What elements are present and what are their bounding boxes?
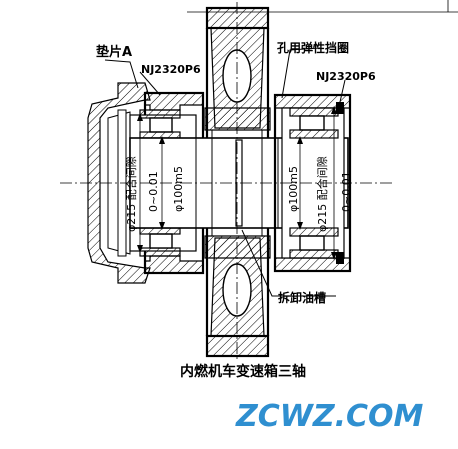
figure-caption: 内燃机车变速箱三轴: [180, 363, 306, 380]
right-bearing: [289, 102, 344, 264]
left-fit-label: φ215 配合间隙: [124, 156, 138, 232]
leader-lines: [104, 47, 346, 297]
right-tolerance-label: 0~0.01: [340, 171, 353, 212]
left-dimensions: [137, 113, 165, 253]
gear: [204, 6, 271, 358]
gasket-label: 垫片A: [96, 44, 132, 60]
left-tolerance-label: 0~0.01: [147, 171, 160, 212]
circlip-label: 孔用弹性挡圈: [277, 40, 349, 55]
left-shaft-fit-label: φ100m5: [172, 166, 185, 212]
circlip-bottom: [336, 252, 344, 264]
right-dimensions: [297, 106, 337, 260]
right-shaft-fit-label: φ100m5: [287, 166, 300, 212]
left-bearing: [139, 109, 181, 257]
watermark-logo: ZCWZ.COM: [235, 399, 424, 434]
circlip-top: [336, 102, 344, 114]
right-fit-label: φ215 配合间隙: [315, 156, 329, 232]
left-bearing-label: NJ2320P6: [141, 63, 201, 76]
right-bearing-label: NJ2320P6: [316, 70, 376, 83]
groove-label: 拆卸油槽: [278, 290, 326, 305]
